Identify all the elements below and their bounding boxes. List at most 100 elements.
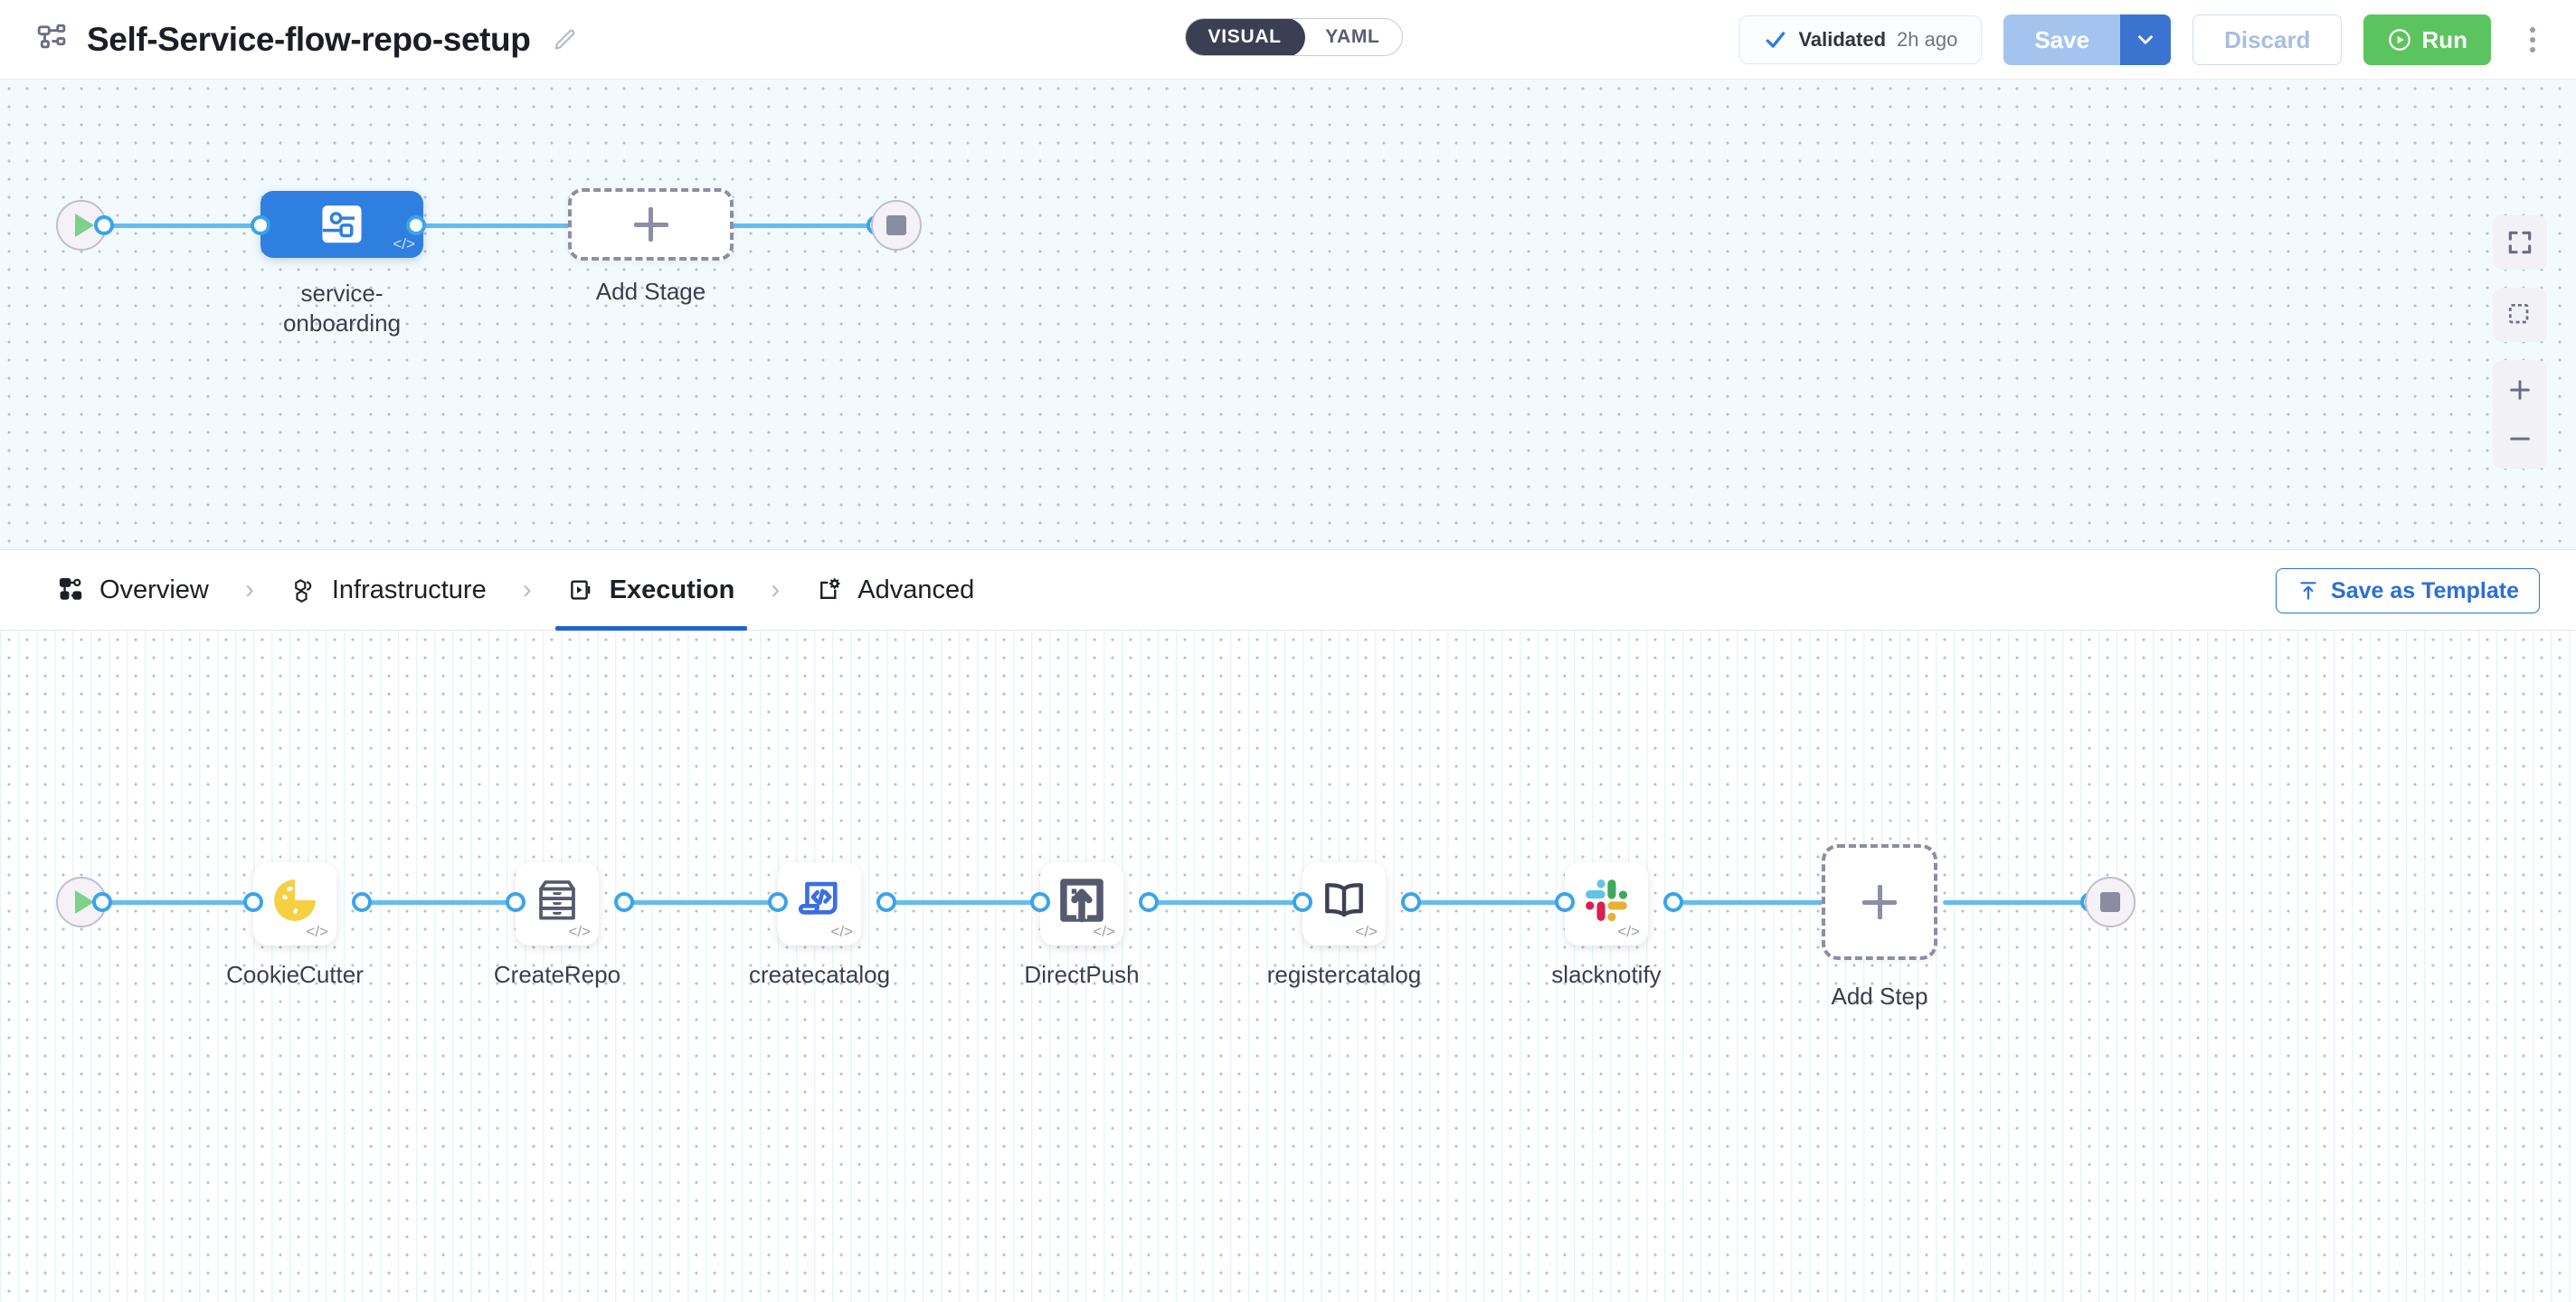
edge-start-to-stage bbox=[99, 223, 271, 228]
slacknotify-input-port[interactable] bbox=[1555, 892, 1575, 912]
advanced-gear-doc-icon bbox=[816, 576, 843, 603]
selection-box-icon bbox=[2509, 304, 2529, 324]
step-canvas[interactable]: </> CookieCutter </> CreateRepo bbox=[0, 631, 2576, 1302]
view-mode-toggle[interactable]: VISUAL YAML bbox=[1185, 18, 1403, 56]
tab-infrastructure-label: Infrastructure bbox=[331, 575, 487, 604]
stop-icon bbox=[2100, 892, 2120, 912]
marquee-select-button[interactable] bbox=[2493, 288, 2547, 342]
cookie-icon bbox=[270, 875, 320, 926]
slack-icon bbox=[1581, 875, 1632, 926]
tab-separator-1: › bbox=[244, 575, 254, 604]
slacknotify-output-port[interactable] bbox=[1663, 892, 1683, 912]
zoom-out-button[interactable] bbox=[2493, 414, 2547, 463]
step-start-output-port[interactable] bbox=[92, 892, 112, 912]
createrepo-input-port[interactable] bbox=[506, 892, 526, 912]
step-node-createrepo[interactable]: </> bbox=[516, 862, 599, 946]
laptop-code-icon bbox=[794, 875, 845, 926]
step-end-node[interactable] bbox=[2085, 877, 2136, 927]
stage-deploy-icon bbox=[317, 202, 367, 247]
createcatalog-input-port[interactable] bbox=[768, 892, 788, 912]
tab-overview-label: Overview bbox=[99, 575, 209, 604]
run-button[interactable]: Run bbox=[2363, 14, 2491, 65]
view-mode-toggle-wrapper: VISUAL YAML bbox=[1185, 18, 1403, 56]
step-node-slacknotify[interactable]: </> bbox=[1565, 862, 1648, 946]
tab-overview[interactable]: Overview bbox=[45, 550, 222, 631]
stage-config-tabbar: Overview › Infrastructure › Execution › bbox=[0, 550, 2576, 631]
discard-button[interactable]: Discard bbox=[2192, 14, 2343, 65]
save-dropdown-button[interactable] bbox=[2120, 14, 2172, 65]
edge-addstage-to-end bbox=[719, 223, 877, 228]
more-vertical-icon[interactable] bbox=[2513, 14, 2552, 65]
tab-execution[interactable]: Execution bbox=[554, 550, 748, 631]
push-upload-icon bbox=[1056, 875, 1107, 926]
code-badge: </> bbox=[393, 235, 415, 252]
stage-label-line1: service- bbox=[300, 280, 384, 307]
add-step-node[interactable] bbox=[1822, 844, 1937, 960]
directpush-input-port[interactable] bbox=[1030, 892, 1050, 912]
code-badge: </> bbox=[1617, 923, 1640, 940]
cookiecutter-input-port[interactable] bbox=[243, 892, 263, 912]
open-book-icon bbox=[1319, 875, 1369, 926]
edit-pencil-icon[interactable] bbox=[552, 26, 579, 53]
step-node-cookiecutter[interactable]: </> bbox=[253, 862, 336, 946]
edge-addstep-to-end bbox=[1943, 900, 2092, 905]
step-label-createrepo: CreateRepo bbox=[493, 961, 621, 988]
execution-play-box-icon bbox=[568, 576, 595, 603]
edge-createcatalog-to-directpush bbox=[886, 900, 1054, 905]
step-label-cookiecutter: CookieCutter bbox=[226, 961, 364, 988]
validated-timestamp: 2h ago bbox=[1897, 28, 1958, 51]
run-label: Run bbox=[2421, 25, 2467, 53]
play-icon bbox=[74, 890, 94, 914]
step-node-createcatalog[interactable]: </> bbox=[778, 862, 861, 946]
check-icon bbox=[1764, 28, 1787, 52]
header-actions: Validated 2h ago Save Discard Run bbox=[1739, 0, 2552, 80]
mode-visual-option[interactable]: VISUAL bbox=[1185, 19, 1305, 55]
status-badge: Validated 2h ago bbox=[1739, 15, 1983, 64]
tab-execution-label: Execution bbox=[609, 575, 735, 604]
stage-label-line2: onboarding bbox=[282, 309, 402, 337]
step-label-registercatalog: registercatalog bbox=[1266, 961, 1422, 988]
canvas-controls bbox=[2493, 215, 2547, 469]
save-button[interactable]: Save bbox=[2003, 14, 2121, 65]
validated-label: Validated bbox=[1798, 28, 1887, 51]
stage-output-port[interactable] bbox=[406, 215, 426, 235]
plus-icon bbox=[2510, 380, 2530, 400]
save-as-template-button[interactable]: Save as Template bbox=[2276, 568, 2540, 613]
tab-separator-3: › bbox=[771, 575, 781, 604]
stage-canvas[interactable]: </> service- onboarding Add Stage bbox=[0, 80, 2576, 550]
add-stage-node[interactable] bbox=[568, 188, 734, 261]
registercatalog-output-port[interactable] bbox=[1401, 892, 1421, 912]
app-header: Self-Service-flow-repo-setup VISUAL YAML… bbox=[0, 0, 2576, 80]
edge-start-to-cookiecutter bbox=[98, 900, 265, 905]
cookiecutter-output-port[interactable] bbox=[352, 892, 372, 912]
stop-icon bbox=[886, 215, 906, 235]
edge-directpush-to-registercatalog bbox=[1147, 900, 1319, 905]
save-button-group: Save bbox=[2003, 14, 2172, 65]
registercatalog-input-port[interactable] bbox=[1293, 892, 1312, 912]
pipeline-icon bbox=[36, 23, 71, 57]
expand-icon bbox=[2508, 231, 2532, 254]
header-left-group: Self-Service-flow-repo-setup bbox=[0, 21, 579, 59]
template-upload-icon bbox=[2300, 582, 2316, 600]
tab-advanced[interactable]: Advanced bbox=[803, 550, 987, 631]
edge-cookiecutter-to-createrepo bbox=[362, 900, 534, 905]
stage-end-node[interactable] bbox=[871, 200, 922, 251]
directpush-output-port[interactable] bbox=[1139, 892, 1159, 912]
tab-separator-2: › bbox=[522, 575, 532, 604]
step-node-directpush[interactable]: </> bbox=[1040, 862, 1123, 946]
step-node-registercatalog[interactable]: </> bbox=[1302, 862, 1386, 946]
mode-yaml-option[interactable]: YAML bbox=[1325, 26, 1380, 47]
createrepo-output-port[interactable] bbox=[614, 892, 634, 912]
stage-input-port[interactable] bbox=[251, 215, 270, 235]
zoom-in-button[interactable] bbox=[2493, 366, 2547, 414]
save-as-template-label: Save as Template bbox=[2331, 577, 2519, 603]
edge-slacknotify-to-addstep bbox=[1672, 900, 1848, 905]
play-circle-icon bbox=[2389, 29, 2411, 51]
tab-advanced-label: Advanced bbox=[857, 575, 975, 604]
stage-start-output-port[interactable] bbox=[94, 215, 114, 235]
overview-stage-icon bbox=[58, 576, 85, 603]
tab-infrastructure[interactable]: Infrastructure bbox=[278, 550, 499, 631]
stage-node-service-onboarding[interactable]: </> bbox=[260, 191, 423, 258]
createcatalog-output-port[interactable] bbox=[876, 892, 896, 912]
fit-to-screen-button[interactable] bbox=[2493, 215, 2547, 270]
